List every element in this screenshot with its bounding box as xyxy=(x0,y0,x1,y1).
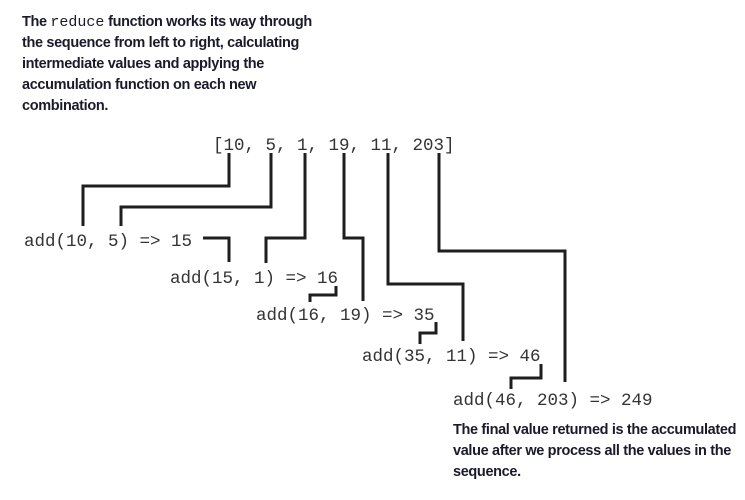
step-2: add(15, 1) => 16 xyxy=(170,269,338,289)
connector-15 xyxy=(203,236,231,262)
connector-16 xyxy=(308,286,338,302)
connector-1 xyxy=(264,153,307,263)
step-1: add(10, 5) => 15 xyxy=(24,232,192,252)
input-sequence: [10, 5, 1, 19, 11, 203] xyxy=(213,136,455,156)
connector-203 xyxy=(437,153,567,382)
connector-35 xyxy=(418,322,438,344)
result-caption: The final value returned is the accumula… xyxy=(453,422,737,480)
step-4: add(35, 11) => 46 xyxy=(362,347,541,367)
intro-caption: The reduce function works its way throug… xyxy=(22,12,322,117)
reduce-code: reduce xyxy=(50,14,105,31)
step-5: add(46, 203) => 249 xyxy=(453,391,653,411)
connector-10 xyxy=(81,153,231,226)
connector-46 xyxy=(509,364,543,389)
connector-11 xyxy=(386,153,465,341)
caption-text: The xyxy=(22,14,51,30)
step-3: add(16, 19) => 35 xyxy=(256,306,435,326)
connector-19 xyxy=(342,153,365,301)
caption-text: function works its way through the seque… xyxy=(22,14,312,114)
connector-5 xyxy=(119,153,273,226)
